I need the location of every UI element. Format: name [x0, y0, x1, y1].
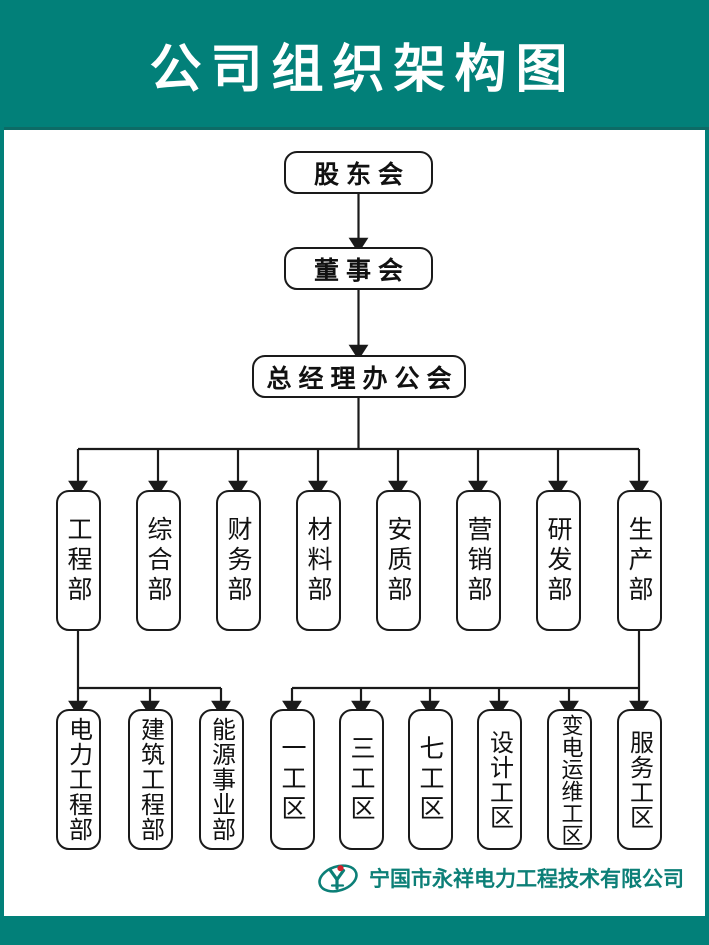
- node-dept-rnd[interactable]: 研发部: [536, 490, 581, 631]
- node-dept-materials[interactable]: 材料部: [296, 490, 341, 631]
- header-divider: [4, 127, 709, 130]
- node-dept-safety-quality[interactable]: 安质部: [376, 490, 421, 631]
- page-title: 公司组织架构图: [149, 40, 577, 100]
- node-sub-work-area-1[interactable]: 一工区: [270, 709, 315, 850]
- yx-monogram-ellipse-logo: [318, 864, 358, 893]
- node-sub-substation-om-area[interactable]: 变电运维工区: [547, 709, 592, 850]
- node-gm-office[interactable]: 总经理办公会: [252, 355, 466, 398]
- node-sub-work-area-3[interactable]: 三工区: [339, 709, 384, 850]
- node-sub-energy-business[interactable]: 能源事业部: [199, 709, 244, 850]
- node-board-of-directors[interactable]: 董事会: [284, 247, 433, 290]
- node-sub-design-area[interactable]: 设计工区: [477, 709, 522, 850]
- node-dept-marketing[interactable]: 营销部: [456, 490, 501, 631]
- header-band: [4, 0, 709, 127]
- node-sub-construction-engineering[interactable]: 建筑工程部: [128, 709, 173, 850]
- node-dept-engineering[interactable]: 工程部: [56, 490, 101, 631]
- node-sub-service-area[interactable]: 服务工区: [617, 709, 662, 850]
- footer-band: [4, 916, 709, 945]
- company-name: 宁国市永祥电力工程技术有限公司: [369, 867, 684, 891]
- node-shareholders[interactable]: 股东会: [284, 151, 433, 194]
- node-dept-general[interactable]: 综合部: [136, 490, 181, 631]
- node-dept-finance[interactable]: 财务部: [216, 490, 261, 631]
- company-brand: 宁国市永祥电力工程技术有限公司: [316, 862, 684, 894]
- node-sub-power-engineering[interactable]: 电力工程部: [56, 709, 101, 850]
- node-dept-production[interactable]: 生产部: [617, 490, 662, 631]
- node-sub-work-area-7[interactable]: 七工区: [408, 709, 453, 850]
